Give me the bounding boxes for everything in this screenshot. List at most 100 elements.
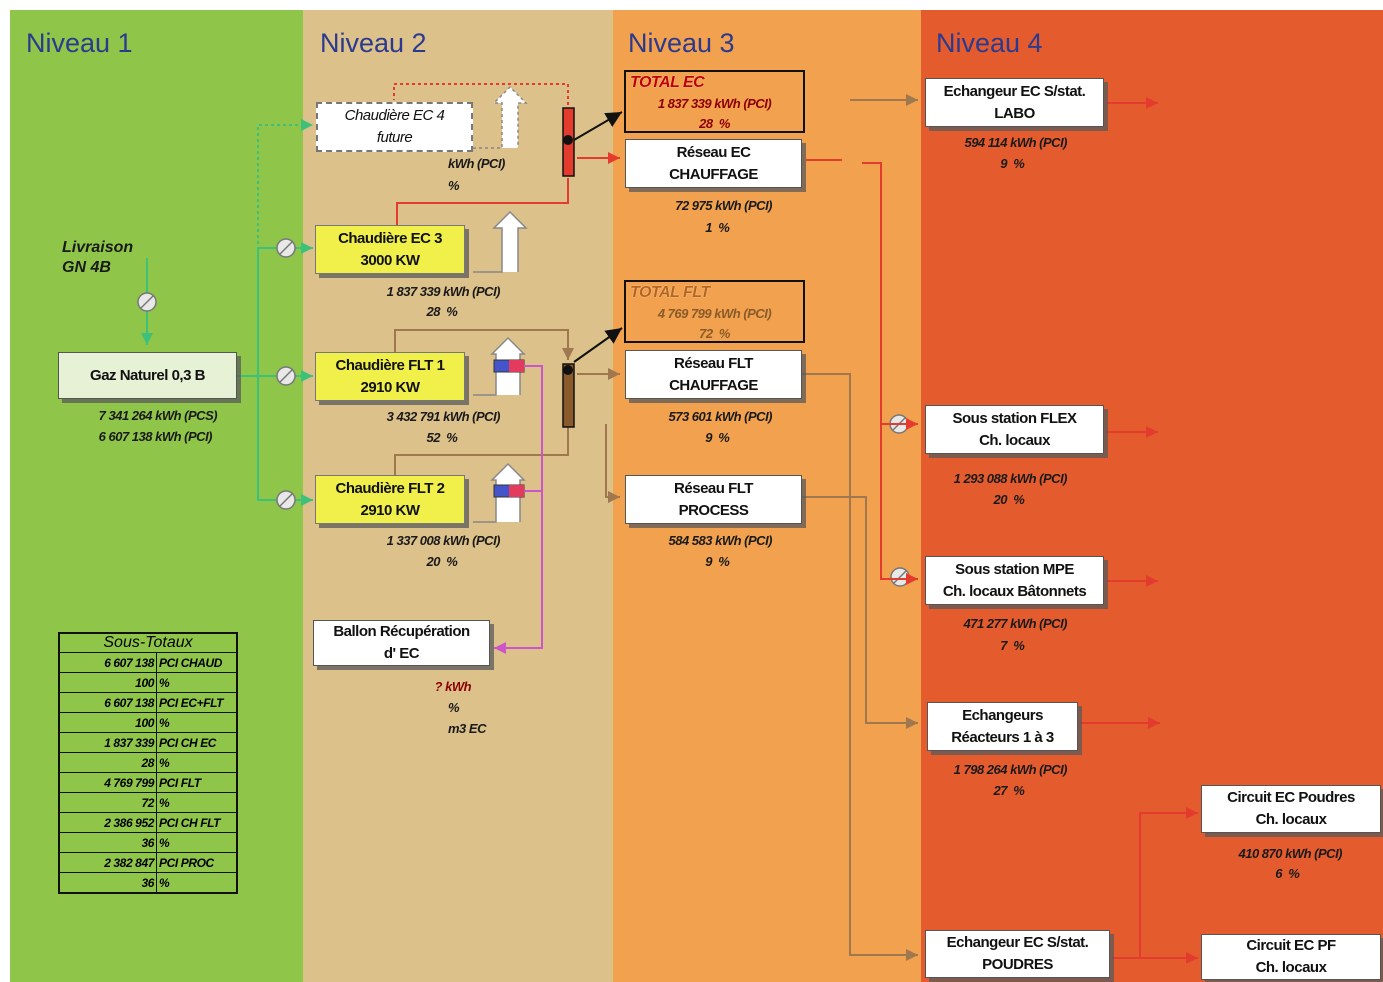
reseau-flt-pr-pct: 9 %	[705, 554, 730, 569]
subtotal-label: PCI PROC	[156, 852, 238, 873]
subtotal-row: 36%	[58, 832, 238, 853]
level-2-title: Niveau 2	[320, 28, 427, 58]
level-1-title: Niveau 1	[26, 28, 133, 58]
total-flt-kwh: 4 769 799 kWh (PCI)	[657, 306, 772, 321]
boiler-flt2-line2: 2910 KW	[360, 501, 420, 519]
delivery-line2: GN 4B	[62, 259, 111, 276]
circuit-ec-pf-box[interactable]: Circuit EC PF Ch. locaux	[1201, 934, 1381, 980]
gas-pci-value: 6 607 138 kWh (PCI)	[98, 429, 213, 444]
mpe-line2: Ch. locaux Bâtonnets	[942, 582, 1087, 600]
subtotal-label: PCI FLT	[156, 772, 238, 793]
boiler-ec4-line2: future	[376, 129, 413, 146]
subtotal-label: %	[156, 792, 238, 813]
reseau-ec-line2: CHAUFFAGE	[669, 165, 758, 183]
subtotal-value: 4 769 799	[58, 772, 157, 793]
subtotal-label: PCI CH FLT	[156, 812, 238, 833]
boiler-flt1-line2: 2910 KW	[360, 378, 420, 396]
reseau-flt-process-box[interactable]: Réseau FLT PROCESS	[625, 475, 802, 524]
gas-pcs-value: 7 341 264 kWh (PCS)	[98, 408, 218, 423]
boiler-flt1-pct: 52 %	[426, 430, 458, 445]
reseau-flt-ch-pct: 9 %	[705, 430, 730, 445]
reseau-ec-chauffage-box[interactable]: Réseau EC CHAUFFAGE	[625, 139, 802, 188]
subtotal-row: 28%	[58, 752, 238, 773]
boiler-ec4-box[interactable]: Chaudière EC 4 future	[316, 102, 473, 152]
boiler-ec4-pct: %	[448, 178, 460, 193]
reseau-flt-pr-kwh: 584 583 kWh (PCI)	[668, 533, 773, 548]
subtotal-value: 6 607 138	[58, 652, 157, 673]
mpe-line1: Sous station MPE	[955, 560, 1074, 578]
boiler-flt2-box[interactable]: Chaudière FLT 2 2910 KW	[315, 475, 465, 524]
sous-station-mpe-box[interactable]: Sous station MPE Ch. locaux Bâtonnets	[925, 556, 1104, 605]
circuit-poudres-line1: Circuit EC Poudres	[1227, 789, 1355, 806]
reseau-flt-chauffage-box[interactable]: Réseau FLT CHAUFFAGE	[625, 350, 802, 399]
poudres-ech-line1: Echangeur EC S/stat.	[946, 934, 1089, 951]
boiler-ec3-pct: 28 %	[426, 304, 458, 319]
sous-station-flex-box[interactable]: Sous station FLEX Ch. locaux	[925, 405, 1104, 454]
reacteurs-line2: Réacteurs 1 à 3	[951, 728, 1054, 746]
ec-lines	[393, 83, 1198, 964]
subtotal-label: PCI EC+FLT	[156, 692, 238, 713]
boiler-ec3-kwh: 1 837 339 kWh (PCI)	[386, 284, 501, 299]
boiler-ec3-line2: 3000 KW	[360, 251, 420, 269]
reseau-flt-ch-kwh: 573 601 kWh (PCI)	[668, 409, 773, 424]
boiler-ec4-kwh: kWh (PCI)	[448, 156, 505, 171]
subtotal-value: 100	[58, 712, 157, 733]
boiler-flt1-box[interactable]: Chaudière FLT 1 2910 KW	[315, 352, 465, 401]
circuit-poudres-line2: Ch. locaux	[1255, 811, 1327, 828]
valve-icons	[137, 238, 910, 587]
boiler-ec4-line1: Chaudière EC 4	[344, 107, 445, 124]
reseau-flt-ch-line2: CHAUFFAGE	[669, 376, 758, 394]
flex-pct: 20 %	[993, 492, 1025, 507]
total-ec-pct: 28 %	[699, 116, 730, 131]
boiler-flt2-kwh: 1 337 008 kWh (PCI)	[386, 533, 501, 548]
subtotal-value: 36	[58, 832, 157, 853]
circuit-poudres-kwh: 410 870 kWh (PCI)	[1238, 846, 1343, 861]
subtotal-value: 100	[58, 672, 157, 693]
boiler-ec3-line1: Chaudière EC 3	[338, 229, 442, 247]
echangeur-poudres-box[interactable]: Echangeur EC S/stat. POUDRES	[925, 930, 1110, 978]
total-flt-title: TOTAL FLT	[630, 284, 710, 301]
natural-gas-box[interactable]: Gaz Naturel 0,3 B	[58, 352, 237, 399]
subtotals-title: Sous-Totaux	[58, 632, 238, 653]
reseau-flt-pr-line1: Réseau FLT	[674, 479, 753, 497]
natural-gas-label: Gaz Naturel 0,3 B	[90, 366, 205, 384]
subtotal-value: 6 607 138	[58, 692, 157, 713]
total-flt-pct: 72 %	[699, 326, 730, 341]
reacteurs-kwh: 1 798 264 kWh (PCI)	[953, 762, 1068, 777]
boiler-ec3-box[interactable]: Chaudière EC 3 3000 KW	[315, 225, 465, 274]
subtotal-row: 36%	[58, 872, 238, 894]
level-4-title: Niveau 4	[936, 28, 1043, 58]
echangeur-labo-box[interactable]: Echangeur EC S/stat. LABO	[925, 78, 1104, 127]
subtotal-value: 72	[58, 792, 157, 813]
subtotal-label: %	[156, 832, 238, 853]
circuit-ec-poudres-box[interactable]: Circuit EC Poudres Ch. locaux	[1201, 785, 1381, 833]
circuit-pf-line2: Ch. locaux	[1255, 959, 1327, 976]
delivery-line1: Livraison	[62, 239, 134, 256]
circuit-poudres-pct: 6 %	[1275, 866, 1300, 881]
echangeurs-reacteurs-box[interactable]: Echangeurs Réacteurs 1 à 3	[927, 702, 1078, 751]
recovery-tank-box[interactable]: Ballon Récupération d' EC	[313, 620, 490, 666]
boiler-flt1-line1: Chaudière FLT 1	[335, 356, 445, 374]
subtotal-label: %	[156, 872, 238, 894]
boiler-flt2-line1: Chaudière FLT 2	[335, 479, 445, 497]
total-ec-box[interactable]: TOTAL EC 1 837 339 kWh (PCI) 28 %	[624, 70, 805, 133]
subtotal-label: PCI CH EC	[156, 732, 238, 753]
delivery-label: Livraison GN 4B	[62, 238, 133, 278]
labo-pct: 9 %	[1000, 156, 1025, 171]
labo-kwh: 594 114 kWh (PCI)	[964, 135, 1068, 150]
recovery-tank-kwh: ? kWh	[434, 679, 472, 694]
reseau-flt-ch-line1: Réseau FLT	[674, 354, 753, 372]
subtotal-row: 100%	[58, 712, 238, 733]
flt-collector	[562, 363, 575, 428]
total-flt-box[interactable]: TOTAL FLT 4 769 799 kWh (PCI) 72 %	[624, 280, 805, 343]
subtotal-label: %	[156, 712, 238, 733]
total-ec-kwh: 1 837 339 kWh (PCI)	[657, 96, 772, 111]
poudres-ech-line2: POUDRES	[982, 956, 1053, 973]
